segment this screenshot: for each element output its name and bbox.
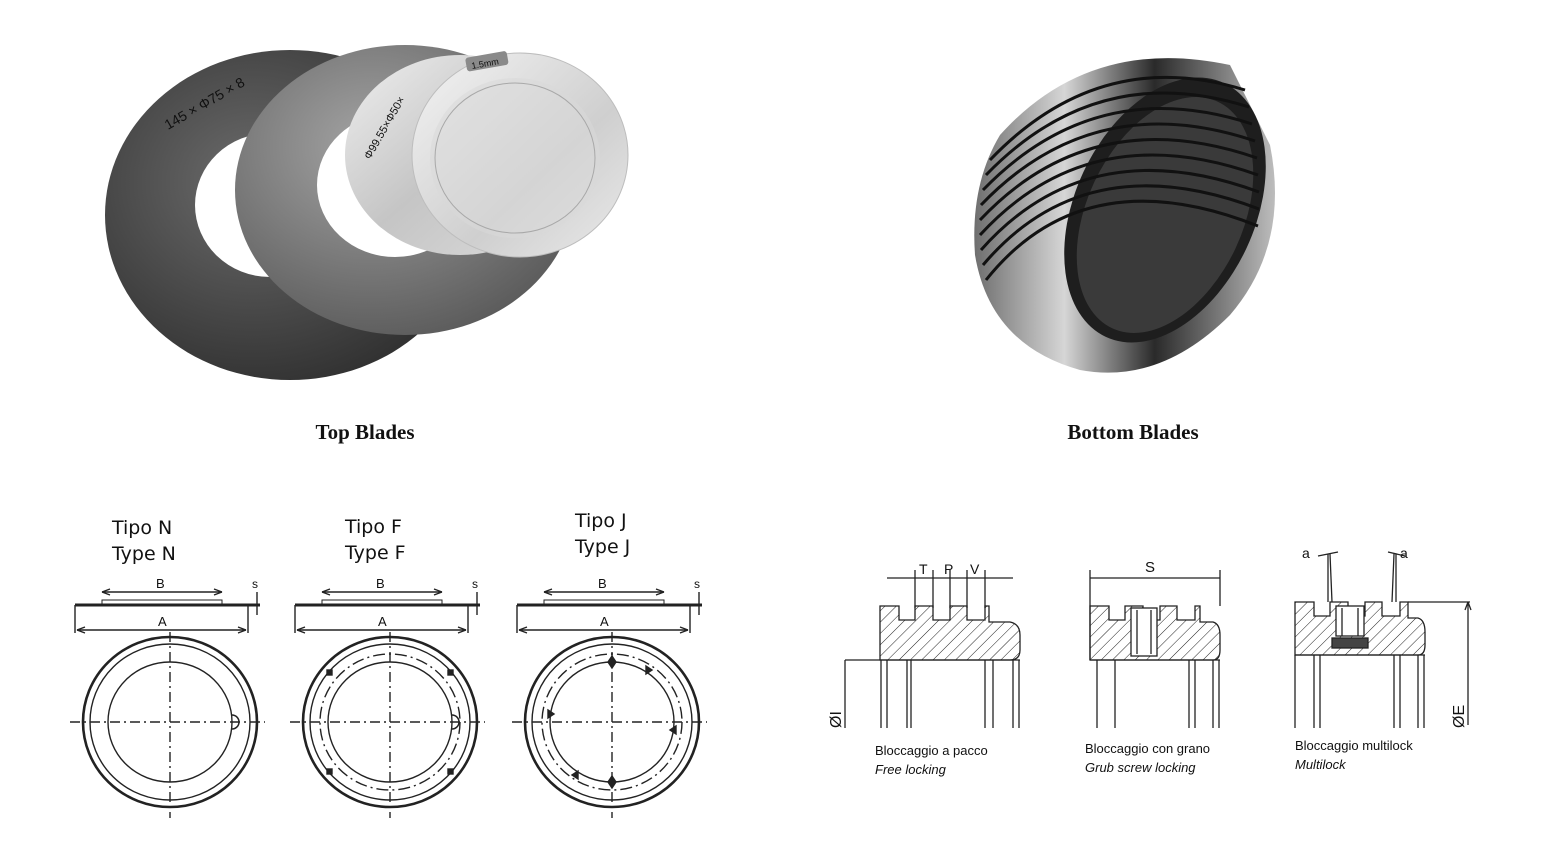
outer-diameter-label: ØE [1451, 705, 1468, 728]
thin-ring-blade [411, 52, 629, 258]
multilock-english: Multilock [1295, 757, 1347, 772]
type-f-dim-a: A [378, 614, 387, 629]
type-j-english: Type J [575, 536, 631, 558]
sleeve-grooves [978, 75, 1260, 281]
type-j-dim-s: s [694, 577, 700, 591]
grub-locking-dim-s: S [1145, 559, 1155, 576]
type-n-italian: Tipo N [112, 517, 173, 539]
type-f-label: Tipo F Type F [345, 514, 406, 566]
type-n-label: Tipo N Type N [112, 515, 176, 567]
top-blade-types-drawing: B A s B A s [70, 576, 707, 818]
type-f-dim-s: s [472, 577, 478, 591]
inner-diameter-label: ØI [828, 711, 845, 728]
type-f-italian: Tipo F [345, 516, 402, 538]
type-j-italian: Tipo J [575, 510, 627, 532]
ring-tag-marking: 1.5mm [471, 56, 500, 71]
multilock-italian: Bloccaggio multilock [1295, 738, 1413, 753]
type-j-dim-a: A [600, 614, 609, 629]
bottom-blade-photo [974, 58, 1275, 373]
type-f-drawing: B A s [290, 576, 485, 818]
free-locking-english: Free locking [875, 762, 947, 777]
multilock-dim-a-left: a [1302, 545, 1310, 561]
type-n-drawing: B A s [70, 576, 265, 818]
grub-screw-locking-drawing: S Bloccaggio con grano Grub screw lockin… [1085, 559, 1221, 775]
free-locking-italian: Bloccaggio a pacco [875, 743, 988, 758]
free-locking-dim-v: V [970, 561, 980, 577]
multilock-drawing: a a ØE Bloccaggio multilock Multilock [1294, 545, 1472, 772]
top-blades-photo: 145 × Φ75 × 8 Φ99.55×Φ50× 1.5mm [105, 45, 629, 380]
type-j-dim-b: B [598, 576, 607, 591]
type-n-dim-b: B [156, 576, 165, 591]
type-f-english: Type F [345, 542, 406, 564]
type-j-drawing: B A s [512, 576, 707, 818]
type-n-dim-a: A [158, 614, 167, 629]
type-n-dim-s: s [252, 577, 258, 591]
multilock-dim-a-right: a [1400, 545, 1408, 561]
free-locking-drawing: T P V ØI Bloccaggio a pacco Free locking [828, 561, 1021, 777]
type-n-english: Type N [112, 543, 176, 565]
free-locking-dim-p: P [944, 561, 953, 577]
type-f-dim-b: B [376, 576, 385, 591]
caption-top-blades: Top Blades [315, 420, 415, 444]
grub-locking-italian: Bloccaggio con grano [1085, 741, 1210, 756]
free-locking-dim-t: T [919, 561, 928, 577]
bottom-blade-locking-drawing: T P V ØI Bloccaggio a pacco Free locking… [828, 545, 1472, 777]
type-j-label: Tipo J Type J [575, 508, 630, 560]
grub-locking-english: Grub screw locking [1085, 760, 1196, 775]
caption-bottom-blades: Bottom Blades [1067, 420, 1199, 444]
